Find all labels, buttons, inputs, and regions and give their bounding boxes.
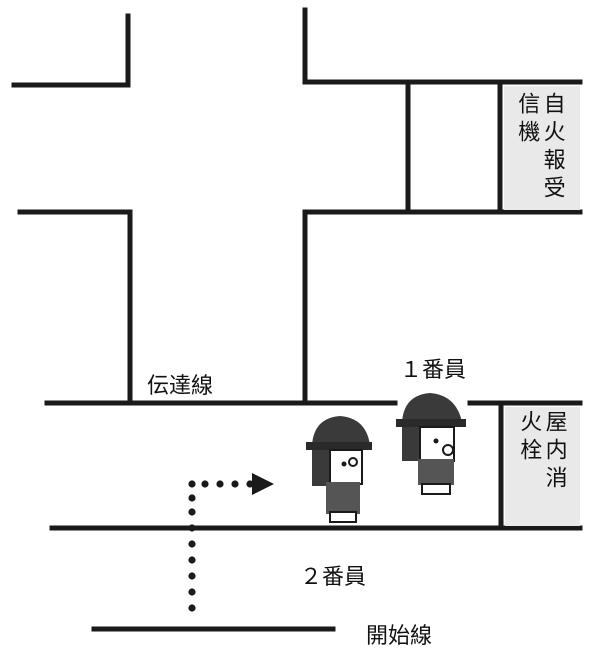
fire-alarm-receiver-label: 自火報受信機 <box>514 92 565 204</box>
start-line-label: 開始線 <box>366 624 433 649</box>
movement-path <box>188 473 274 612</box>
firefighter-member2 <box>306 416 372 523</box>
member2-label: ２番員 <box>300 565 367 590</box>
indoor-hydrant-box <box>505 407 580 526</box>
member1-label: １番員 <box>400 358 467 383</box>
wall-left-room <box>17 209 133 403</box>
indoor-hydrant-label: 屋内消火栓 <box>516 410 567 494</box>
arrowhead <box>252 473 274 495</box>
relay-line-label: 伝達線 <box>147 374 214 399</box>
wall-top-right-room <box>302 7 583 85</box>
firefighter-member1 <box>396 393 466 495</box>
fire-alarm-receiver-box <box>504 86 580 210</box>
wall-middle-room <box>302 209 583 403</box>
wall-top-left <box>11 13 131 88</box>
